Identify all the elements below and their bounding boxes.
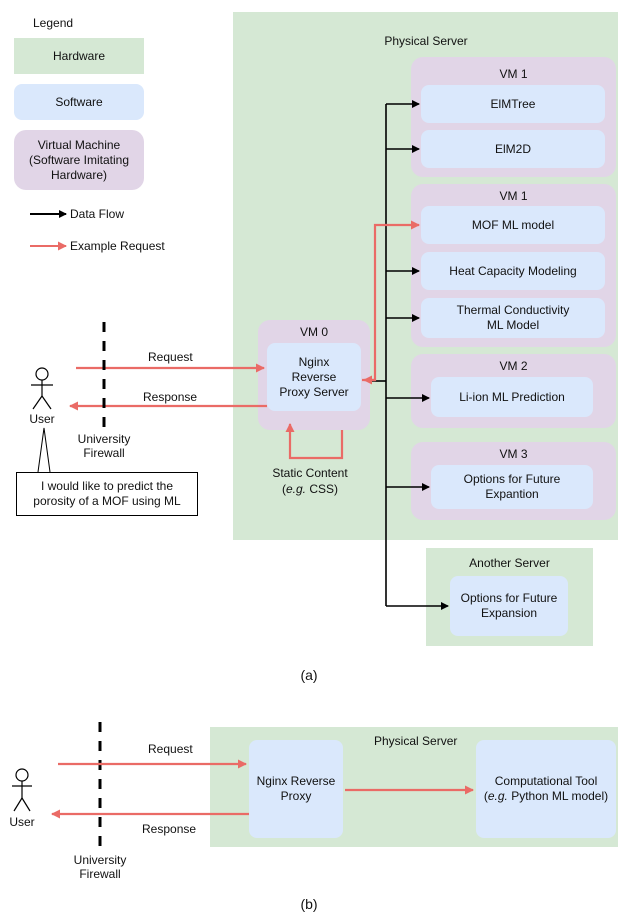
example-request-path-a bbox=[69, 220, 420, 460]
legend-data-flow-label: Data Flow bbox=[70, 207, 125, 221]
user-b-label: User bbox=[9, 815, 35, 829]
firewall-a-label: University Firewall bbox=[77, 432, 131, 461]
vm2-item-liion: Li-ion ML Prediction bbox=[431, 377, 593, 417]
user-quote-pointer bbox=[37, 427, 51, 473]
legend-vm-swatch: Virtual Machine (Software Imitating Hard… bbox=[14, 130, 144, 190]
nginx-proxy-b-label: Nginx Reverse Proxy bbox=[256, 774, 336, 803]
response-a-label: Response bbox=[143, 390, 198, 404]
legend-software-label: Software bbox=[55, 94, 103, 109]
computational-tool-example-prefix: e.g. bbox=[487, 789, 508, 803]
static-content-label: Static Content bbox=[272, 466, 348, 480]
vm3-item-future-label: Options for Future Expantion bbox=[463, 472, 561, 501]
legend-hardware-label: Hardware bbox=[52, 48, 106, 63]
computational-tool-b-label: Computational Tool bbox=[494, 774, 598, 788]
vm3-title: VM 3 bbox=[499, 447, 528, 461]
legend-hardware-swatch: Hardware bbox=[14, 38, 144, 74]
another-server-title: Another Server bbox=[469, 556, 550, 570]
user-b-icon bbox=[12, 768, 32, 812]
legend-example-request-label: Example Request bbox=[70, 239, 165, 253]
request-a-label: Request bbox=[148, 350, 193, 364]
user-quote-bubble: I would like to predict the porosity of … bbox=[16, 472, 198, 516]
example-request-path-b bbox=[51, 759, 474, 819]
legend-vm-label: Virtual Machine (Software Imitating Hard… bbox=[28, 137, 130, 182]
firewall-b-label: University Firewall bbox=[73, 853, 127, 882]
data-flow-bus bbox=[372, 100, 449, 610]
vm1a-item-elmtree-label: ElMTree bbox=[490, 96, 536, 111]
user-a-icon bbox=[31, 367, 53, 410]
response-b-label: Response bbox=[142, 822, 197, 836]
legend-title: Legend bbox=[33, 16, 74, 30]
caption-b: (b) bbox=[300, 896, 318, 912]
physical-server-a-title: Physical Server bbox=[384, 34, 468, 48]
static-content-example-prefix: e.g. bbox=[285, 482, 306, 496]
vm1b-item-mof: MOF ML model bbox=[421, 206, 605, 244]
vm1b-item-heat-capacity: Heat Capacity Modeling bbox=[421, 252, 605, 290]
vm1b-item-thermal-label: Thermal Conductivity ML Model bbox=[456, 303, 570, 332]
computational-tool-example: Python ML model bbox=[511, 789, 605, 803]
user-quote-text: I would like to predict the porosity of … bbox=[33, 479, 181, 508]
vm1b-item-mof-label: MOF ML model bbox=[471, 217, 555, 232]
user-a-label: User bbox=[29, 412, 55, 426]
another-server-item-label: Options for Future Expansion bbox=[460, 591, 558, 620]
nginx-proxy-a: Nginx Reverse Proxy Server bbox=[267, 343, 361, 411]
vm1a-title: VM 1 bbox=[499, 67, 528, 81]
physical-server-b-title: Physical Server bbox=[374, 734, 458, 748]
vm1a-item-elm2d-label: ElM2D bbox=[494, 141, 531, 156]
nginx-proxy-b: Nginx Reverse Proxy bbox=[249, 740, 343, 838]
computational-tool-b: Computational Tool (e.g. Python ML model… bbox=[476, 740, 616, 838]
vm2-title: VM 2 bbox=[499, 359, 528, 373]
nginx-proxy-a-label: Nginx Reverse Proxy Server bbox=[279, 354, 349, 399]
legend-software-swatch: Software bbox=[14, 84, 144, 120]
vm1b-item-heat-capacity-label: Heat Capacity Modeling bbox=[449, 263, 577, 278]
caption-a: (a) bbox=[300, 667, 318, 683]
vm0-title: VM 0 bbox=[299, 325, 328, 339]
vm2-item-liion-label: Li-ion ML Prediction bbox=[459, 389, 565, 404]
static-content-example: (e.g. CSS) bbox=[281, 482, 339, 496]
static-content-example-value: CSS bbox=[309, 482, 335, 496]
vm1b-item-thermal: Thermal Conductivity ML Model bbox=[421, 298, 605, 338]
vm3-item-future: Options for Future Expantion bbox=[431, 465, 593, 509]
another-server-item: Options for Future Expansion bbox=[450, 576, 568, 636]
vm1b-title: VM 1 bbox=[499, 189, 528, 203]
vm1a-item-elmtree: ElMTree bbox=[421, 85, 605, 123]
request-b-label: Request bbox=[148, 742, 193, 756]
vm1a-item-elm2d: ElM2D bbox=[421, 130, 605, 168]
